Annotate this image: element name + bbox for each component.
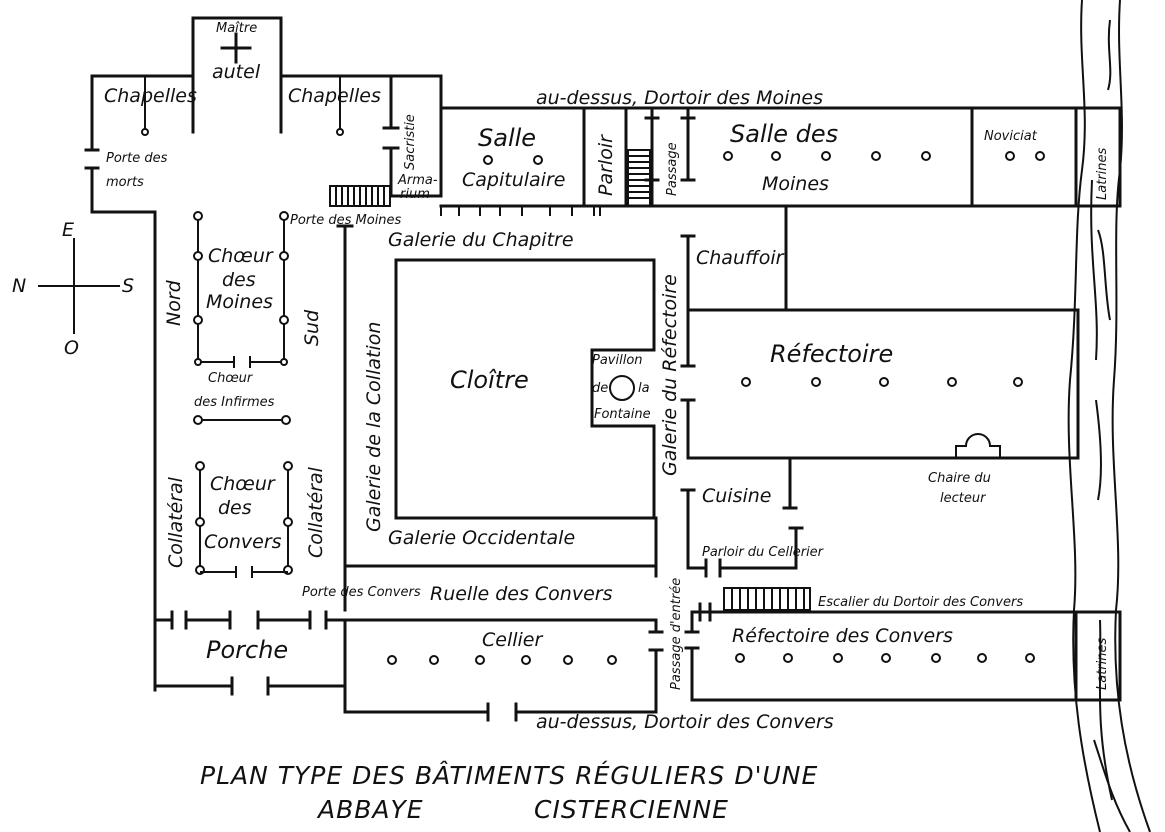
label-chaire-2: lecteur xyxy=(940,491,987,506)
label-porte-des: Porte des xyxy=(106,151,168,166)
label-autel: autel xyxy=(212,61,261,83)
label-parloir: Parloir xyxy=(595,134,617,196)
label-refectoire-convers: Réfectoire des Convers xyxy=(732,625,953,647)
title-line-2b: CISTERCIENNE xyxy=(534,795,729,824)
label-noviciat: Noviciat xyxy=(984,129,1038,144)
label-passage-top: Passage xyxy=(665,142,680,196)
label-escalier: Escalier du Dortoir des Convers xyxy=(818,595,1023,610)
river xyxy=(1067,0,1151,832)
label-choeur-convers-2: des xyxy=(218,497,252,519)
convers-range xyxy=(343,516,1122,722)
label-armarium-2: rium xyxy=(400,187,430,202)
label-porte-convers: Porte des Convers xyxy=(302,585,421,600)
south-range xyxy=(680,308,1080,578)
label-latrines-top: Latrines xyxy=(1095,148,1110,201)
compass-rose: N S E O xyxy=(12,219,134,359)
label-salle-des: Salle des xyxy=(730,120,838,148)
label-chaire-1: Chaire du xyxy=(928,471,991,486)
altar-cross-icon xyxy=(220,32,252,64)
plan-title: PLAN TYPE DES BÂTIMENTS RÉGULIERS D'UNE … xyxy=(200,761,818,824)
label-choeur-convers-3: Convers xyxy=(204,531,282,553)
label-choeur-infirmes-2: des Infirmes xyxy=(194,395,275,410)
label-nord: Nord xyxy=(163,279,185,326)
label-morts: morts xyxy=(106,175,144,190)
label-porte-moines: Porte des Moines xyxy=(290,213,402,228)
label-galerie-collation: Galerie de la Collation xyxy=(363,322,385,532)
label-choeur-infirmes-1: Chœur xyxy=(208,371,254,386)
compass-west: O xyxy=(64,337,79,359)
label-maitre: Maître xyxy=(216,21,257,36)
label-sud: Sud xyxy=(301,309,323,346)
label-porche: Porche xyxy=(206,636,288,664)
choeur-moines-stalls xyxy=(193,211,289,368)
label-refectoire: Réfectoire xyxy=(770,340,893,368)
labels: Maître autel Chapelles Chapelles Sacrist… xyxy=(104,21,1110,733)
label-collateral-left: Collatéral xyxy=(165,476,187,568)
label-cellier: Cellier xyxy=(482,629,543,651)
label-dortoir-convers: au-dessus, Dortoir des Convers xyxy=(536,711,834,733)
label-ruelle-convers: Ruelle des Convers xyxy=(430,583,613,605)
label-dortoir-moines: au-dessus, Dortoir des Moines xyxy=(536,87,823,109)
label-la: la xyxy=(638,381,650,396)
cloister xyxy=(394,234,696,520)
label-armarium-1: Arma- xyxy=(397,173,438,188)
label-de: de xyxy=(592,381,608,396)
label-sacristie: Sacristie xyxy=(403,114,418,170)
label-chapelles-left: Chapelles xyxy=(104,85,197,107)
label-chapelles-right: Chapelles xyxy=(288,85,381,107)
label-fontaine: Fontaine xyxy=(594,407,651,422)
title-line-1: PLAN TYPE DES BÂTIMENTS RÉGULIERS D'UNE xyxy=(200,761,818,790)
label-passage-entree: Passage d'entrée xyxy=(669,578,684,690)
label-moines: Moines xyxy=(762,173,829,195)
label-des-moines: des xyxy=(222,269,256,291)
label-cloitre: Cloître xyxy=(450,366,529,394)
label-capitulaire: Capitulaire xyxy=(462,169,565,191)
label-parloir-cellerier: Parloir du Cellerier xyxy=(702,545,825,560)
label-cuisine: Cuisine xyxy=(702,485,772,507)
label-pavillon: Pavillon xyxy=(592,353,643,368)
label-galerie-chapitre: Galerie du Chapitre xyxy=(388,229,574,251)
compass-east: E xyxy=(62,219,74,241)
compass-south: S xyxy=(122,275,134,297)
label-choeur-moines: Chœur xyxy=(208,245,274,267)
choeur-convers-stalls xyxy=(195,461,293,578)
label-moines-choeur: Moines xyxy=(206,291,273,313)
label-galerie-refectoire: Galerie du Réfectoire xyxy=(659,274,681,476)
label-chauffoir: Chauffoir xyxy=(696,247,785,269)
label-choeur-convers-1: Chœur xyxy=(210,473,276,495)
label-collateral-right: Collatéral xyxy=(305,466,327,558)
label-latrines-bottom: Latrines xyxy=(1095,638,1110,691)
label-galerie-occidentale: Galerie Occidentale xyxy=(388,527,575,549)
title-line-2a: ABBAYE xyxy=(316,795,424,824)
compass-north: N xyxy=(12,275,26,297)
east-range xyxy=(439,106,1122,312)
church xyxy=(84,16,443,696)
label-salle: Salle xyxy=(478,124,536,152)
